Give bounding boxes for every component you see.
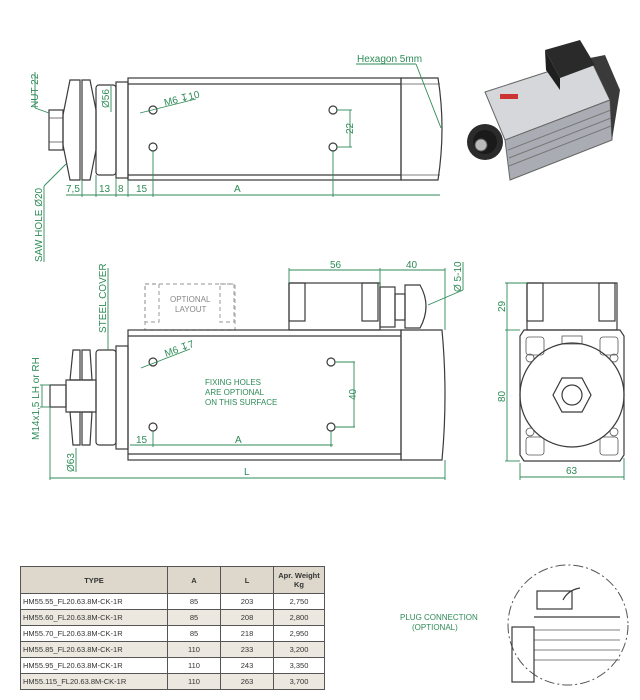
cell-l: 243: [220, 657, 274, 674]
cell-weight: 2,950: [273, 625, 325, 642]
dim-label: 15: [136, 184, 148, 195]
pulley-dia-label: Ø63: [66, 453, 77, 472]
end-cap: [400, 329, 446, 461]
hole-spacing-label: 40: [348, 388, 359, 400]
cell-l: 218: [220, 625, 274, 642]
detail-circle: [507, 564, 629, 686]
diameter-label: Ø56: [101, 89, 112, 108]
table-row: HM55.55_FL20.63.8M-CK-1R 85 203 2,750: [20, 593, 325, 610]
top-view: M6 ↧10 22 7,5 13 8 15 A Ø56 NUT 22 SAW H…: [30, 54, 443, 262]
table-row: HM55.115_FL20.63.8M-CK-1R 110 263 3,700: [20, 673, 325, 690]
cell-type: HM55.60_FL20.63.8M-CK-1R: [20, 609, 168, 626]
col-weight: Apr. Weight Kg: [273, 566, 325, 594]
mounting-hole: [328, 105, 338, 115]
col-l: L: [220, 566, 274, 594]
mounting-hole: [148, 105, 158, 115]
motor-body: [127, 77, 402, 181]
col-type: TYPE: [20, 566, 168, 594]
cable-gland: [379, 286, 396, 328]
plug-detail: PLUG CONNECTION (OPTIONAL): [400, 564, 629, 686]
terminal-box: [288, 282, 381, 331]
product-image: [467, 40, 620, 181]
optional-layout-label: LAYOUT: [175, 305, 207, 314]
dim-label: 7,5: [66, 184, 80, 195]
col-a: A: [167, 566, 221, 594]
mounting-hole: [326, 357, 336, 367]
table-row: HM55.60_FL20.63.8M-CK-1R 85 208 2,800: [20, 609, 325, 626]
cell-weight: 3,350: [273, 657, 325, 674]
pulley-face: [519, 342, 625, 448]
cell-a: 110: [167, 641, 221, 658]
mounting-hole: [328, 142, 338, 152]
thread-label: M6 ↧7: [163, 339, 196, 360]
table-row: HM55.95_FL20.63.8M-CK-1R 110 243 3,350: [20, 657, 325, 674]
thread-label: M6 ↧10: [163, 89, 201, 109]
optional-layout-label: OPTIONAL: [170, 295, 211, 304]
fixing-note: ON THIS SURFACE: [205, 398, 277, 407]
plug-subtitle: (OPTIONAL): [412, 623, 458, 632]
cell-a: 110: [167, 673, 221, 690]
end-cap: [400, 77, 443, 181]
cell-weight: 3,700: [273, 673, 325, 690]
mounting-hole: [148, 142, 158, 152]
hexagon-label: Hexagon 5mm: [357, 54, 422, 65]
collar: [115, 81, 129, 179]
nut-label: NUT 22: [30, 73, 41, 108]
cell-type: HM55.55_FL20.63.8M-CK-1R: [20, 593, 168, 610]
cell-a: 85: [167, 625, 221, 642]
cell-weight: 2,750: [273, 593, 325, 610]
dim-a-label: A: [234, 184, 241, 195]
body-outline: [519, 329, 625, 462]
cell-l: 263: [220, 673, 274, 690]
cell-l: 203: [220, 593, 274, 610]
dim-label: 13: [99, 184, 111, 195]
steel-cover-label: STEEL COVER: [98, 263, 109, 333]
cell-weight: 3,200: [273, 641, 325, 658]
width-label: 63: [566, 466, 578, 477]
cell-a: 85: [167, 609, 221, 626]
mounting-hole: [326, 422, 336, 432]
cell-type: HM55.115_FL20.63.8M-CK-1R: [20, 673, 168, 690]
cell-type: HM55.70_FL20.63.8M-CK-1R: [20, 625, 168, 642]
fixing-note: FIXING HOLES: [205, 378, 261, 387]
box-height-label: 29: [497, 300, 508, 312]
cell-type: HM55.95_FL20.63.8M-CK-1R: [20, 657, 168, 674]
body-height-label: 80: [497, 390, 508, 402]
mounting-hole: [148, 422, 158, 432]
nut: [48, 109, 64, 151]
fixing-note: ARE OPTIONAL: [205, 388, 265, 397]
cell-a: 110: [167, 657, 221, 674]
cell-type: HM55.85_FL20.63.8M-CK-1R: [20, 641, 168, 658]
box-width-label: 56: [330, 260, 342, 271]
spec-table: TYPE A L Apr. Weight Kg HM55.55_FL20.63.…: [20, 566, 325, 690]
cell-l: 233: [220, 641, 274, 658]
side-view: OPTIONAL LAYOUT M6 ↧7 FIXING HOLES ARE O…: [31, 260, 464, 480]
pulley: [69, 349, 81, 381]
shaft-thread-label: M14x1,5 LH or RH: [31, 357, 42, 440]
cable-dia-label: Ø 5-10: [453, 261, 464, 292]
cell-l: 208: [220, 609, 274, 626]
pulley-disc: [81, 79, 97, 181]
table-row: HM55.70_FL20.63.8M-CK-1R 85 218 2,950: [20, 625, 325, 642]
plug-title: PLUG CONNECTION: [400, 613, 478, 622]
shaft-thread: [49, 384, 67, 408]
gland-width-label: 40: [406, 260, 418, 271]
dim-label: 15: [136, 435, 148, 446]
terminal-box: [526, 282, 618, 331]
table-header: TYPE A L Apr. Weight Kg: [20, 566, 325, 594]
dim-label: 8: [118, 184, 124, 195]
end-view: 29 80 63: [497, 282, 625, 480]
table-row: HM55.85_FL20.63.8M-CK-1R 110 233 3,200: [20, 641, 325, 658]
nut-hex: [552, 377, 592, 413]
saw-hole-label: SAW HOLE Ø20: [34, 187, 45, 262]
cell-weight: 2,800: [273, 609, 325, 626]
dim-l-label: L: [244, 467, 250, 478]
dim-a-label: A: [235, 435, 242, 446]
pulley-disc: [62, 79, 81, 181]
flange: [95, 349, 117, 446]
hole-spacing-label: 22: [345, 122, 356, 134]
cell-a: 85: [167, 593, 221, 610]
